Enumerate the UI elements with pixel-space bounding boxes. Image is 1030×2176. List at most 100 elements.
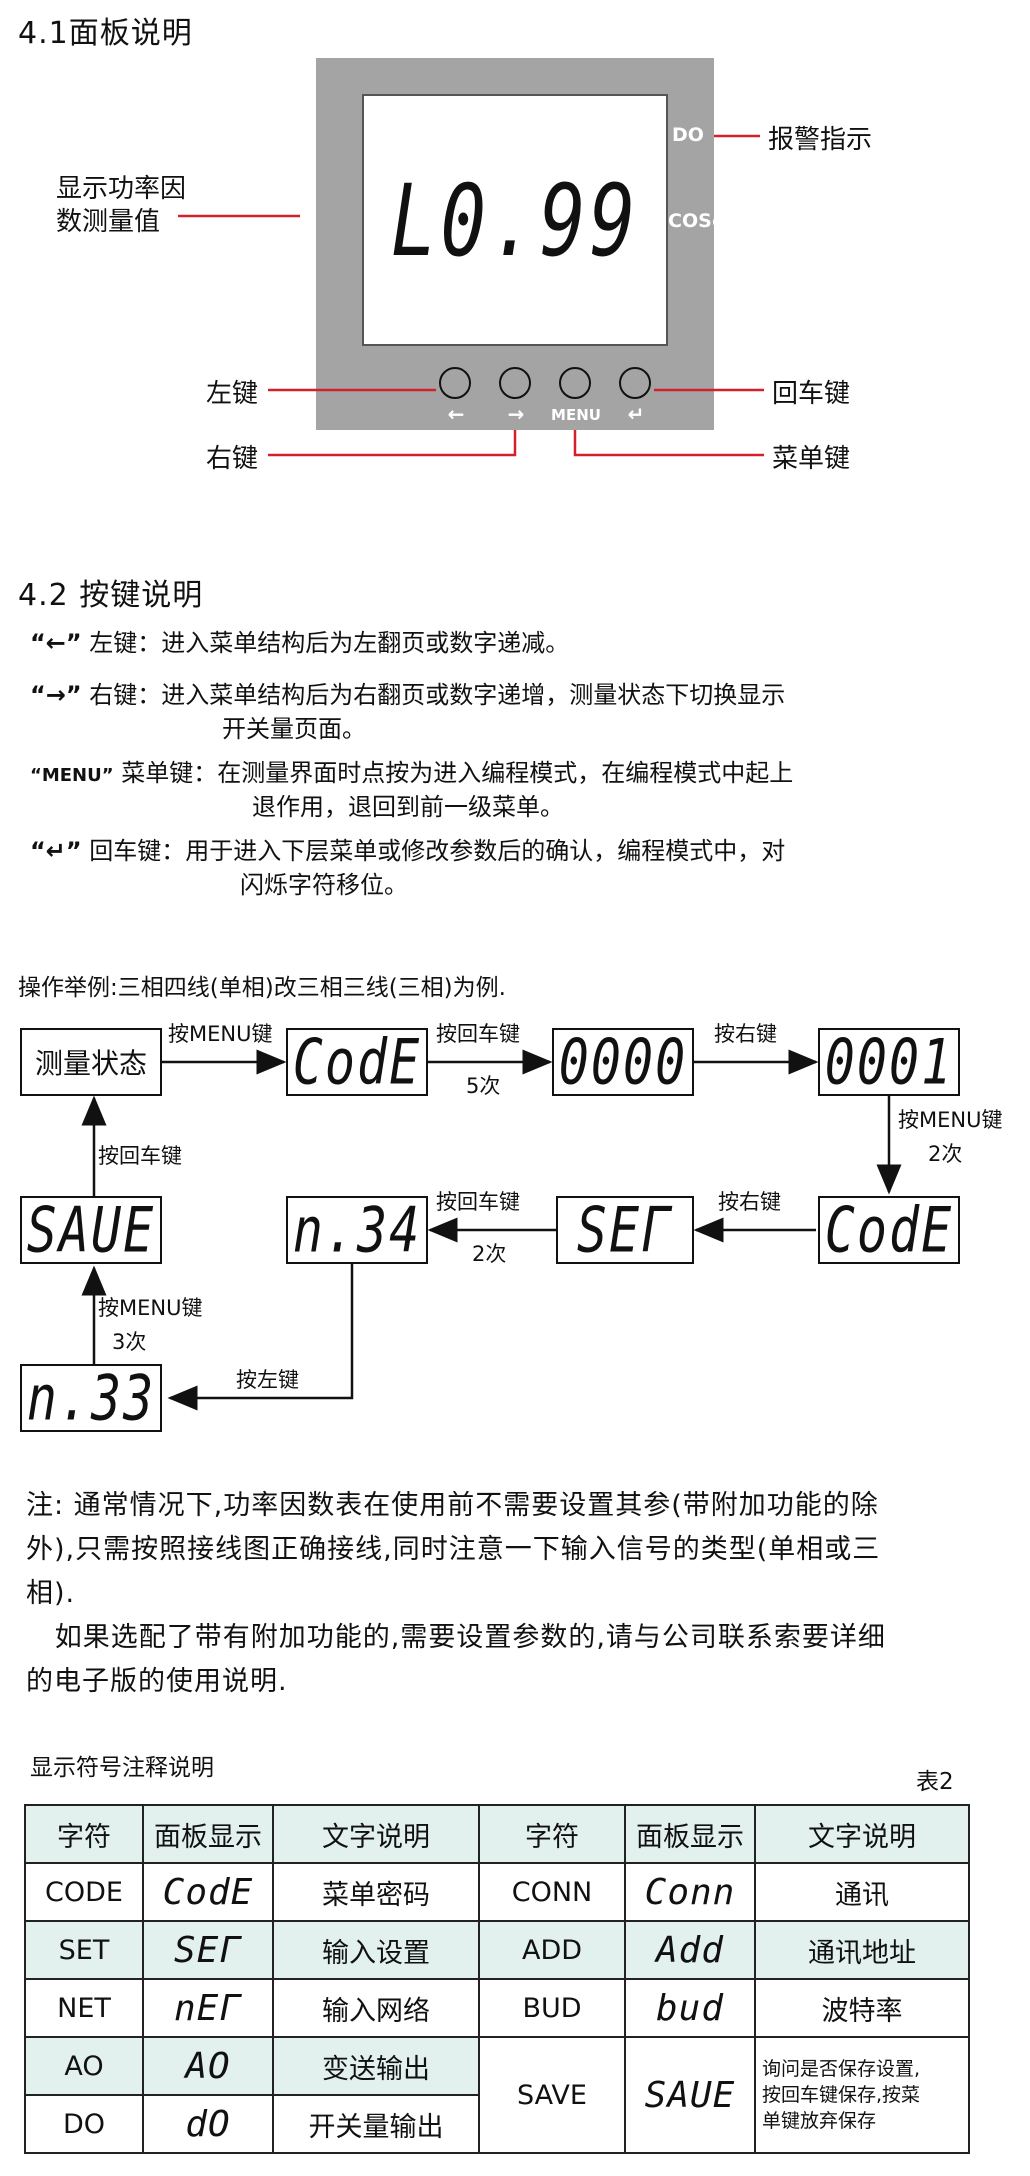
enter-key-callout: 回车键 bbox=[772, 379, 851, 409]
save-desc-line: 单键放弃保存 bbox=[762, 2110, 877, 2132]
flow-label-enter-2-count: 2次 bbox=[472, 1242, 507, 1266]
example-title: 操作举例:三相四线(单相)改三相三线(三相)为例. bbox=[18, 975, 506, 1001]
flow-label-enter-2: 按回车键 bbox=[436, 1190, 520, 1214]
flow-box-measure: 测量状态 bbox=[20, 1028, 162, 1096]
flow-box-0000-text: 0000 bbox=[558, 1025, 688, 1099]
key-desc-left: “←” 左键：进入菜单结构后为左翻页或数字递减。 bbox=[30, 626, 1010, 660]
left-arrow-icon: ← bbox=[447, 402, 465, 426]
key-text-menu: 在测量界面时点按为进入编程模式，在编程模式中起上 bbox=[217, 759, 794, 787]
flow-box-code-text: CodE bbox=[292, 1025, 422, 1099]
table-cell-panel: AO bbox=[142, 2036, 274, 2096]
flow-box-set-text: SEΓ bbox=[576, 1193, 674, 1267]
key-text-left: 进入菜单结构后为左翻页或数字递减。 bbox=[161, 629, 570, 657]
key-desc-enter: “↵” 回车键：用于进入下层菜单或修改参数后的确认，编程模式中，对 bbox=[30, 834, 1020, 868]
key-name-enter: 回车键： bbox=[89, 837, 186, 865]
table-cell-char: ADD bbox=[478, 1920, 626, 1980]
cos-label: COSφ bbox=[668, 210, 727, 232]
key-name-right: 右键： bbox=[89, 681, 162, 709]
menu-key-button[interactable] bbox=[559, 367, 591, 399]
flow-box-n34: n.34 bbox=[286, 1194, 428, 1266]
table-row: SET SEΓ 输入设置 ADD Add 通讯地址 bbox=[24, 1920, 970, 1980]
flow-box-set: SEΓ bbox=[556, 1193, 694, 1267]
flow-box-save-text: SAUE bbox=[26, 1193, 156, 1267]
flow-label-right: 按右键 bbox=[714, 1022, 777, 1046]
key-quote-enter: “↵” bbox=[30, 837, 82, 865]
flow-label-enter-3: 按回车键 bbox=[98, 1144, 182, 1168]
table-label: 表2 bbox=[916, 1769, 954, 1795]
flow-box-n33-text: n.33 bbox=[26, 1361, 156, 1435]
flow-label-enter-count: 5次 bbox=[466, 1074, 501, 1098]
menu-key-label: MENU bbox=[551, 406, 601, 424]
menu-key-callout: 菜单键 bbox=[772, 444, 851, 474]
table-header-cell: 面板显示 bbox=[624, 1804, 756, 1864]
flow-label-menu: 按MENU键 bbox=[168, 1022, 273, 1046]
flow-box-0001-text: 0001 bbox=[824, 1025, 954, 1099]
key-desc-menu: “MENU” 菜单键：在测量界面时点按为进入编程模式，在编程模式中起上 bbox=[30, 756, 1020, 793]
alarm-callout: 报警指示 bbox=[768, 125, 873, 155]
left-key-button[interactable] bbox=[439, 367, 471, 399]
symbol-table: 字符 面板显示 文字说明 字符 面板显示 文字说明 CODE CodE 菜单密码… bbox=[24, 1804, 970, 2154]
key-name-menu: 菜单键： bbox=[121, 759, 218, 787]
table-cell-char: CONN bbox=[478, 1862, 626, 1922]
table-cell-panel: Add bbox=[624, 1920, 756, 1980]
flow-label-right-2: 按右键 bbox=[718, 1190, 781, 1214]
do-indicator-label: DO bbox=[672, 124, 704, 146]
table-cell-panel: Conn bbox=[624, 1862, 756, 1922]
right-key-button[interactable] bbox=[499, 367, 531, 399]
table-cell-char: DO bbox=[24, 2094, 144, 2154]
flow-label-menu-3-count: 3次 bbox=[112, 1330, 147, 1354]
flow-box-code-2-text: CodE bbox=[824, 1193, 954, 1267]
section-title-keys: 4.2 按键说明 bbox=[18, 578, 204, 613]
flow-box-0001: 0001 bbox=[818, 1025, 960, 1099]
flow-label-menu-2-count: 2次 bbox=[928, 1142, 963, 1166]
pf-callout-line2: 数测量值 bbox=[56, 207, 161, 237]
table-cell-desc-save: 询问是否保存设置, 按回车键保存,按菜 单键放弃保存 bbox=[754, 2036, 970, 2154]
key-text-enter: 用于进入下层菜单或修改参数后的确认，编程模式中，对 bbox=[185, 837, 786, 865]
key-text-right: 进入菜单结构后为右翻页或数字递增，测量状态下切换显示 bbox=[161, 681, 786, 709]
table-header-cell: 面板显示 bbox=[142, 1804, 274, 1864]
table-cell-char: BUD bbox=[478, 1978, 626, 2038]
section-title-panel: 4.1面板说明 bbox=[18, 16, 193, 51]
table-header-cell: 文字说明 bbox=[272, 1804, 480, 1864]
table-cell-panel: SEΓ bbox=[142, 1920, 274, 1980]
table-cell-desc: 变送输出 bbox=[272, 2036, 480, 2096]
callout-lines bbox=[178, 134, 764, 457]
note-line-3: 相). bbox=[26, 1578, 76, 1609]
flow-label-menu-2: 按MENU键 bbox=[898, 1108, 1003, 1132]
right-key-callout: 右键 bbox=[206, 444, 259, 474]
table-cell-char: SET bbox=[24, 1920, 144, 1980]
note-line-2: 外),只需按照接线图正确接线,同时注意一下输入信号的类型(单相或三 bbox=[26, 1534, 881, 1565]
table-cell-desc: 通讯 bbox=[754, 1862, 970, 1922]
enter-arrow-icon: ↵ bbox=[627, 402, 645, 426]
display-value: L0.99 bbox=[390, 162, 640, 278]
table-header-cell: 字符 bbox=[24, 1804, 144, 1864]
key-quote-menu: “MENU” bbox=[30, 765, 114, 786]
flow-label-left: 按左键 bbox=[236, 1368, 299, 1392]
note-line-4: 如果选配了带有附加功能的,需要设置参数的,请与公司联系索要详细 bbox=[26, 1622, 886, 1653]
enter-key-button[interactable] bbox=[619, 367, 651, 399]
table-header-cell: 文字说明 bbox=[754, 1804, 970, 1864]
table-cell-char: AO bbox=[24, 2036, 144, 2096]
table-cell-char: SAVE bbox=[478, 2036, 626, 2154]
meter-display: L0.99 bbox=[362, 94, 668, 346]
flow-box-n33: n.33 bbox=[20, 1361, 162, 1435]
key-text-menu-cont: 退作用，退回到前一级菜单。 bbox=[252, 793, 564, 821]
flow-box-code: CodE bbox=[286, 1025, 428, 1099]
table-header-row: 字符 面板显示 文字说明 字符 面板显示 文字说明 bbox=[24, 1804, 970, 1864]
table-cell-desc: 菜单密码 bbox=[272, 1862, 480, 1922]
key-quote-left: “←” bbox=[30, 629, 82, 657]
table-caption: 显示符号注释说明 bbox=[30, 1755, 214, 1781]
key-text-right-cont: 开关量页面。 bbox=[222, 715, 366, 743]
flow-box-save: SAUE bbox=[20, 1193, 162, 1267]
flow-label-menu-3: 按MENU键 bbox=[98, 1296, 203, 1320]
key-text-enter-cont: 闪烁字符移位。 bbox=[240, 871, 408, 899]
table-cell-char: NET bbox=[24, 1978, 144, 2038]
table-row: NET nEΓ 输入网络 BUD bud 波特率 bbox=[24, 1978, 970, 2038]
table-cell-desc: 开关量输出 bbox=[272, 2094, 480, 2154]
save-desc-line: 询问是否保存设置, bbox=[762, 2058, 921, 2080]
table-header-cell: 字符 bbox=[478, 1804, 626, 1864]
table-cell-panel: SAUE bbox=[624, 2036, 756, 2154]
table-cell-panel: dO bbox=[142, 2094, 274, 2154]
table-row: AO AO 变送输出 SAVE SAUE 询问是否保存设置, 按回车键保存,按菜… bbox=[24, 2036, 970, 2154]
table-cell-desc: 波特率 bbox=[754, 1978, 970, 2038]
